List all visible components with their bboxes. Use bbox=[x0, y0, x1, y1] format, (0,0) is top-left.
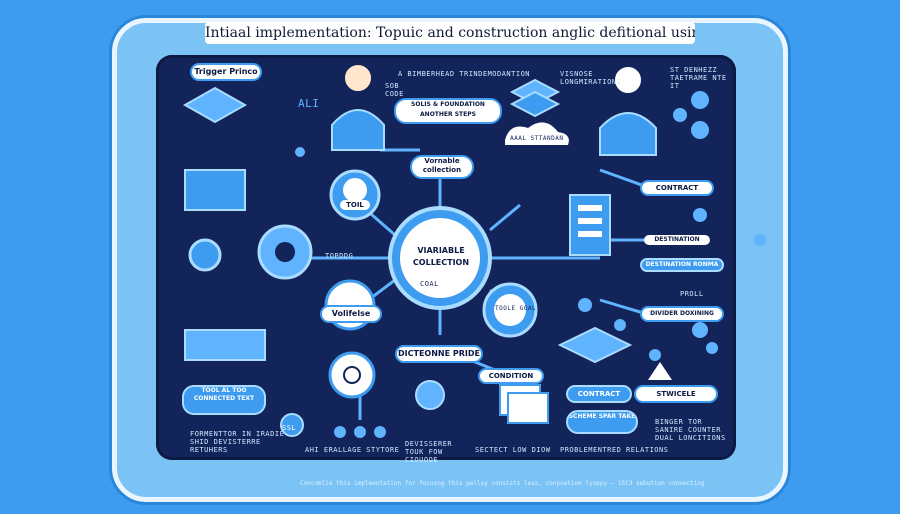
aal-sstanan-label: AAAL STTANDAN bbox=[510, 135, 564, 142]
footer-text: Concomlie this implmentation for focusng… bbox=[300, 480, 705, 487]
coal-label: COAL bbox=[420, 280, 439, 288]
bottom-right-label: BINGER TOR SANIRE COUNTER DUAL LONCITION… bbox=[655, 418, 726, 442]
diagram-title: Intiaal implementation: Topuic and const… bbox=[205, 22, 695, 44]
top-right-label: ST DENHEZZ TAETRAME NTE IT bbox=[670, 66, 727, 90]
cloud-icon bbox=[505, 122, 569, 145]
bottom-mid3-label: SECTECT LOW DIOW bbox=[475, 446, 551, 454]
cube-stack-icon bbox=[182, 86, 266, 361]
ssl-label: SSL bbox=[282, 424, 297, 432]
tool-coal-label: TOOLE GOAL bbox=[495, 305, 537, 312]
scheme-text-label: SCHEME SPAR TAKE bbox=[566, 410, 638, 434]
scheme-label: STWICELE bbox=[634, 385, 718, 403]
bottom-mid1-label: AHI ERALLAGE STYTORE bbox=[305, 446, 400, 454]
topdo-label: TOPDDG bbox=[325, 252, 354, 260]
top-center-label: A BIMBERHEAD TRINDEMODANTION bbox=[398, 70, 531, 78]
bottom-left-label: FORMENTTOR IN IRADIE SHID DEVISTERRE RET… bbox=[190, 430, 285, 454]
sob-code-label: SOB CODE bbox=[385, 82, 404, 98]
server-icon bbox=[569, 194, 611, 256]
divider-label: DIVIDER DOXINING bbox=[640, 306, 724, 322]
trigger-label: Trigger Prinсo bbox=[190, 63, 262, 81]
variable-collection-small-label: Vornable collection bbox=[410, 155, 474, 179]
person-right-icon bbox=[599, 65, 657, 156]
validate-label: Volifelse bbox=[320, 305, 382, 323]
person-left-icon bbox=[331, 63, 385, 151]
destination-label: DESTINATION bbox=[644, 235, 710, 245]
implementation-box: SOLIS & FOUNDATION ANOTHER STEPS bbox=[394, 98, 502, 124]
tool-label: TOIL bbox=[340, 200, 370, 210]
search-node bbox=[328, 351, 376, 399]
dictionary-label: DICTEONNE PRIDE bbox=[395, 345, 483, 363]
proll-label: PROLL bbox=[680, 290, 704, 298]
document-stack-icon bbox=[499, 384, 549, 424]
warning-icon bbox=[648, 362, 672, 380]
tool-text-label: TOOL AL TOO CONNECTED TEXT bbox=[182, 385, 266, 415]
layers-icon bbox=[509, 78, 561, 118]
chip-icon bbox=[557, 326, 633, 364]
bottom-mid4-label: PROBLEMENTRED RELATIONS bbox=[560, 446, 669, 454]
contract-label: CONTRACT bbox=[640, 180, 714, 196]
top-mid-label: VISNOSE LONGMIRATIONS bbox=[560, 70, 622, 86]
condition-label: CONDITION bbox=[478, 368, 544, 384]
ali-label: ALI bbox=[298, 97, 320, 110]
variable-collection-label: VIARIABLE COLLECTION bbox=[405, 245, 477, 271]
contract2-label: CONTRACT bbox=[566, 385, 632, 403]
destination-bar: DESTINATION RONMA bbox=[640, 258, 724, 272]
bottom-mid2-label: DEVISSERER TOUK FOW CIOUOOE bbox=[405, 440, 453, 464]
